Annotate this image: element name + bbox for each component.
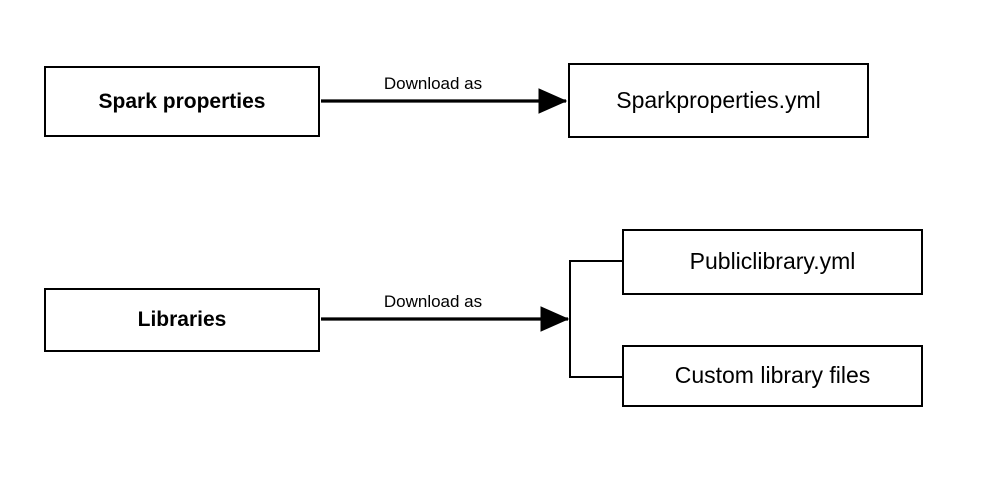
node-sparkproperties-yml[interactable]: Sparkproperties.yml	[568, 63, 869, 138]
node-publiclibrary-yml-label: Publiclibrary.yml	[689, 248, 856, 275]
node-custom-library-files-label: Custom library files	[674, 362, 871, 389]
node-publiclibrary-yml[interactable]: Publiclibrary.yml	[622, 229, 923, 295]
node-spark-properties[interactable]: Spark properties	[44, 66, 320, 137]
node-libraries-label: Libraries	[137, 308, 227, 332]
edge-label-spark-download-as: Download as	[383, 74, 483, 93]
node-libraries[interactable]: Libraries	[44, 288, 320, 352]
node-spark-properties-label: Spark properties	[98, 89, 266, 113]
edge-label-libraries-download-as: Download as	[383, 292, 483, 311]
node-sparkproperties-yml-label: Sparkproperties.yml	[616, 86, 821, 113]
node-custom-library-files[interactable]: Custom library files	[622, 345, 923, 407]
